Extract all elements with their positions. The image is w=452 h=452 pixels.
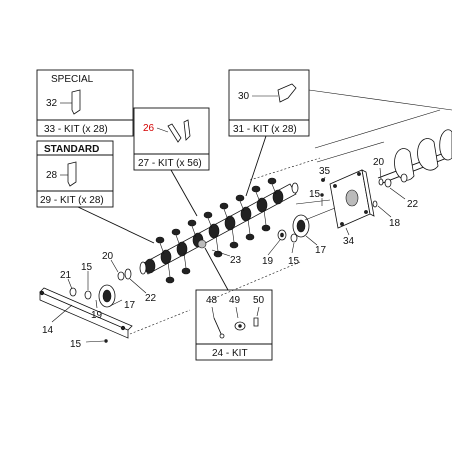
washer-left-22	[124, 268, 132, 280]
washer-right-20	[378, 178, 384, 186]
callout-26: 26	[143, 123, 155, 134]
callout-14: 14	[42, 325, 54, 336]
clip-icon	[253, 317, 259, 327]
kit-box-special-frame	[36, 69, 134, 137]
callout-32: 32	[46, 98, 58, 109]
callout-49: 49	[229, 295, 241, 306]
kit-box-27-frame	[133, 107, 210, 171]
washer-left-20	[117, 271, 125, 281]
bolt-right-18	[372, 200, 378, 208]
kit27-footer: 27 - KIT (x 56)	[138, 158, 202, 169]
blade-pair-left-icon	[167, 123, 182, 143]
shaft-end-left	[139, 261, 147, 275]
callout-28: 28	[46, 170, 58, 181]
kit-box-24-frame	[195, 289, 273, 361]
shaft-end-right	[291, 182, 299, 194]
blades-upper-row	[155, 177, 277, 255]
special-footer: 33 - KIT (x 28)	[44, 124, 108, 135]
kit-box-31: 30 31 - KIT (x 28)	[228, 69, 310, 137]
pin-icon	[213, 317, 223, 337]
kit-box-standard: STANDARD 28 29 - KIT (x 28)	[36, 140, 114, 208]
callout-15-left: 15	[81, 262, 93, 273]
kit-box-27: 26 27 - KIT (x 56)	[133, 107, 210, 171]
nut-right-15b	[320, 193, 324, 197]
standard-header: STANDARD	[44, 144, 99, 155]
kit31-footer: 31 - KIT (x 28)	[233, 124, 297, 135]
hook-blade-icon	[277, 83, 297, 103]
kit-box-31-frame	[228, 69, 310, 137]
callout-leaders	[51, 167, 406, 343]
left-bearing-group	[69, 268, 132, 308]
callout-15-plate: 15	[309, 189, 321, 200]
callout-48: 48	[206, 295, 218, 306]
callout-17-right: 17	[315, 245, 327, 256]
callout-35: 35	[319, 166, 331, 177]
special-blade-icon	[71, 89, 81, 115]
callout-19-right: 19	[262, 256, 274, 267]
callout-19-left: 19	[91, 310, 103, 321]
blade-pair-right-icon	[183, 119, 191, 141]
bolt-left-21	[69, 287, 77, 297]
bearing-pin-point	[197, 239, 207, 249]
kit24-footer: 24 - KIT	[212, 348, 248, 359]
callout-22-right: 22	[407, 199, 419, 210]
callout-15-right: 15	[288, 256, 300, 267]
kit-box-24: 48 49 50 24 - KIT	[195, 289, 273, 361]
callout-22-left: 22	[145, 293, 157, 304]
standard-blade-icon	[67, 161, 77, 187]
callout-34: 34	[343, 236, 355, 247]
auger-flight-1	[394, 148, 415, 181]
nut-right-15	[290, 233, 298, 243]
callout-18: 18	[389, 218, 401, 229]
washer-right-22	[384, 178, 392, 188]
cover-bar-14	[39, 287, 133, 343]
blades-lower-row	[165, 209, 271, 284]
callout-20-left: 20	[102, 251, 114, 262]
rotor-shaft-assembly	[139, 177, 299, 284]
callout-23: 23	[230, 255, 242, 266]
nut-left-15	[84, 290, 92, 300]
auger-flight-3	[439, 129, 452, 161]
side-plate-34	[295, 169, 375, 229]
callout-21: 21	[60, 270, 72, 281]
auger-screw	[320, 129, 452, 208]
callout-15-bar: 15	[70, 339, 82, 350]
callout-50: 50	[253, 295, 265, 306]
callout-30: 30	[238, 91, 250, 102]
auger-flight-2	[417, 138, 439, 171]
standard-footer: 29 - KIT (x 28)	[40, 195, 104, 206]
callout-17-left: 17	[124, 300, 136, 311]
kit-box-special: SPECIAL 32 33 - KIT (x 28)	[36, 69, 134, 137]
callout-20-right: 20	[373, 157, 385, 168]
callout-numbers: 14 21 15 20 22 17 19 15 23 19 15 17 15 3…	[42, 157, 419, 350]
special-header: SPECIAL	[51, 74, 94, 85]
